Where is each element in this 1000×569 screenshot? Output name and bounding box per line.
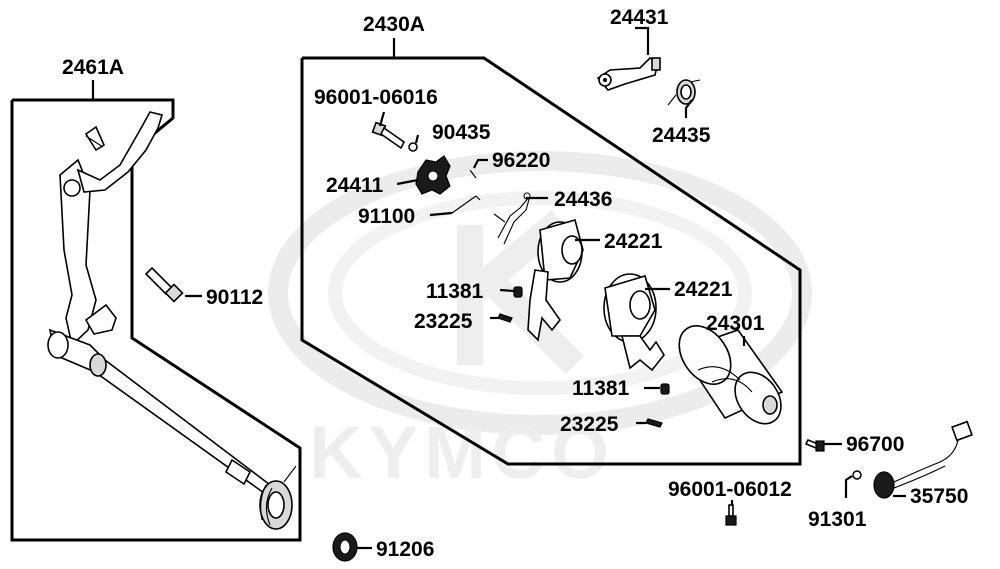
part-label-96001-06016: 96001-06016 [314,86,438,109]
part-label-91301: 91301 [808,508,867,531]
part-label-24301: 24301 [706,312,765,335]
watermark-text: KYMCO [309,411,614,494]
group-box-2461a [10,80,302,542]
o-ring-91301-icon [852,470,862,480]
part-label-96700: 96700 [846,433,904,456]
bolt-96700-icon [804,438,825,452]
part-label-90112: 90112 [206,286,263,309]
seal-91206-icon [332,532,358,562]
part-label-11381-upper: 11381 [426,280,484,303]
part-label-24436: 24436 [554,188,612,211]
pin-11381-lower-icon [660,383,670,395]
spring-24435-icon [667,79,701,106]
part-label-91206: 91206 [376,538,434,561]
shift-shaft-assembly [47,111,297,530]
bolt-96001-06012-icon [725,504,737,526]
part-label-24221-lower: 24221 [674,278,733,301]
part-label-96220: 96220 [492,149,550,172]
leader-lines [185,26,906,550]
group-label-2430a: 2430A [363,13,425,36]
labels: 2461A 2430A 24431 24435 96001-06016 9043… [62,6,968,561]
part-label-24431: 24431 [610,6,669,29]
pin-91100-icon [451,195,481,214]
shift-fork-24221-lower-icon [603,273,665,372]
part-label-91100: 91100 [358,205,415,228]
part-label-11381-lower: 11381 [572,377,630,400]
shift-drum-24301-icon [678,325,784,425]
part-label-24435: 24435 [652,124,711,147]
pin-96220-icon [469,169,477,179]
stopper-arm-24431-icon [596,57,661,91]
pin-11381-upper-icon [513,286,523,298]
switch-35750-icon [873,420,973,499]
part-label-90435: 90435 [432,121,491,144]
group-label-2461a: 2461A [62,56,124,79]
part-label-35750: 35750 [910,485,968,508]
pin-23225-upper-icon [497,313,513,323]
group-box-2430a [300,38,802,466]
part-label-24221-upper: 24221 [604,230,663,253]
star-cam-24411-icon [415,155,451,195]
part-label-23225-upper: 23225 [414,310,473,333]
shift-fork-24221-upper-icon [527,219,584,342]
pin-23225-lower-icon [645,418,663,428]
bolt-96001-06016-icon [371,121,406,150]
part-label-23225-lower: 23225 [560,413,619,436]
bolt-90112-icon [144,266,184,303]
washer-90435-icon [408,142,418,152]
part-label-24411: 24411 [326,174,384,197]
part-label-96001-06012: 96001-06012 [668,478,792,501]
